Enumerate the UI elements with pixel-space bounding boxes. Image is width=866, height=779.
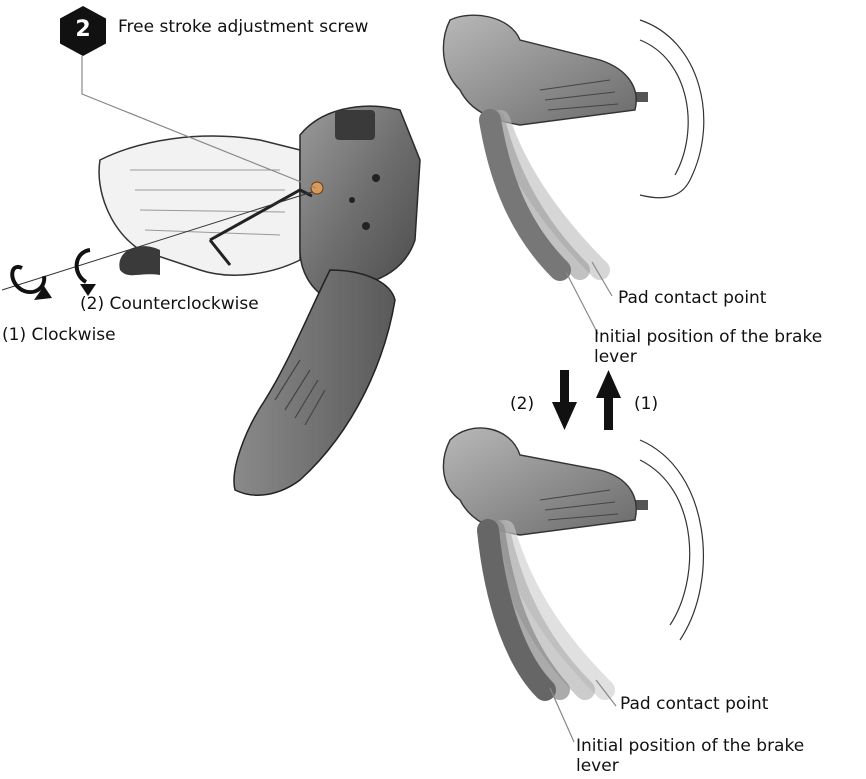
clockwise-arrow bbox=[12, 267, 52, 300]
top-view-illustration bbox=[443, 15, 703, 270]
top-initial-position-label: Initial position of the brake lever bbox=[594, 327, 864, 367]
bottom-initial-position-label: Initial position of the brake lever bbox=[576, 736, 846, 776]
counterclockwise-arrow bbox=[77, 250, 96, 296]
top-initial-leader bbox=[566, 272, 598, 334]
top-pad-contact-label: Pad contact point bbox=[618, 288, 766, 308]
up-arrow-label: (1) bbox=[634, 394, 658, 414]
bottom-view-illustration bbox=[443, 428, 703, 690]
counterclockwise-label: (2) Counterclockwise bbox=[80, 294, 259, 314]
step-title: Free stroke adjustment screw bbox=[118, 17, 368, 37]
clockwise-label: (1) Clockwise bbox=[2, 325, 116, 345]
bottom-pad-contact-label: Pad contact point bbox=[620, 694, 768, 714]
step-number-badge: 2 bbox=[60, 6, 106, 56]
down-arrow bbox=[552, 370, 577, 430]
up-arrow bbox=[596, 370, 621, 430]
down-arrow-label: (2) bbox=[510, 394, 534, 414]
step-number: 2 bbox=[60, 15, 106, 45]
